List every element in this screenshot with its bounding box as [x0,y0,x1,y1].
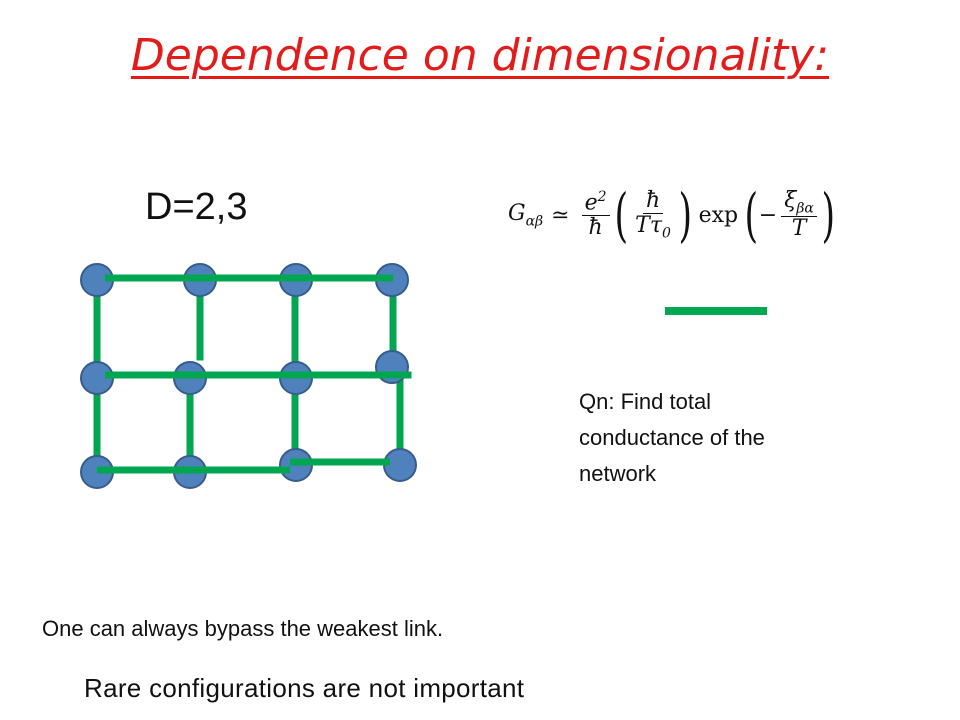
conductance-formula: Gαβ ≃ e2 ħ ( ħ Tτ0 ) exp ( − ξβα T ) [508,181,835,249]
formula-relation: ≃ [551,202,570,228]
slide-title: Dependence on dimensionality: [130,30,830,81]
bypass-note: One can always bypass the weakest link. [42,616,444,641]
rare-configurations-note: Rare configurations are not important [84,673,525,703]
formula-fraction-2: ħ Tτ0 [635,187,671,242]
link-legend-bar [665,307,767,315]
formula-lhs: Gαβ [508,200,544,230]
formula-minus: − [758,202,778,228]
formula-fraction-3: ξβα T [781,188,817,242]
question-text: Qn: Find total conductance of the networ… [579,389,765,486]
dimension-label: D=2,3 [145,186,248,228]
network-nodes [80,263,417,489]
formula-fraction-1: e2 ħ [581,189,610,241]
formula-exp: exp [698,202,739,228]
